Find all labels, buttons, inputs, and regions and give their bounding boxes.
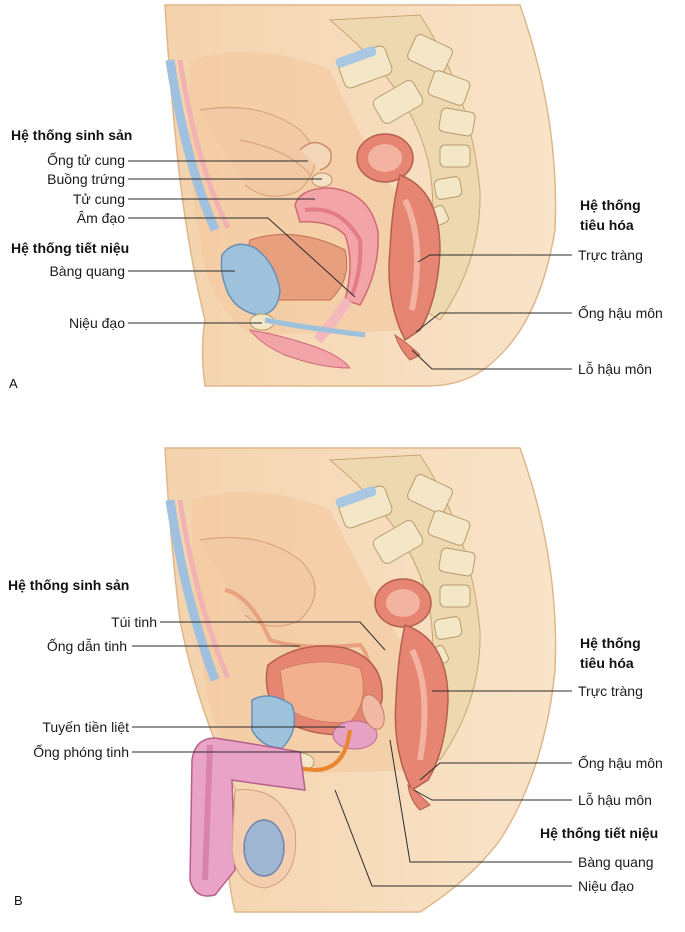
group-reproductive-b: Hệ thống sinh sản: [8, 577, 130, 593]
label-fallopian-tube: Ống tử cung: [47, 152, 125, 168]
label-vas-deferens: Ống dẫn tinh: [46, 638, 127, 654]
label-bladder-b: Bàng quang: [578, 854, 654, 870]
label-anus-b: Lỗ hậu môn: [578, 792, 652, 808]
label-urethra-a: Niệu đạo: [68, 315, 125, 331]
label-anal-canal-a: Ống hậu môn: [578, 305, 663, 321]
group-digestive-a-line2: tiêu hóa: [580, 217, 634, 233]
label-uterus: Tử cung: [72, 191, 125, 207]
panel-letter-a: A: [9, 376, 18, 391]
penis-b: [189, 737, 306, 897]
leaders-a: [128, 160, 572, 370]
group-reproductive-a: Hệ thống sinh sản: [11, 127, 133, 143]
label-seminal-vesicle: Túi tinh: [111, 614, 157, 630]
label-vagina: Âm đạo: [76, 210, 125, 226]
label-bladder-a: Bàng quang: [49, 263, 125, 279]
label-anal-canal-b: Ống hậu môn: [578, 755, 663, 771]
group-digestive-a-line1: Hệ thống: [580, 197, 641, 213]
panel-b-figure: [164, 447, 557, 913]
label-urethra-b: Niệu đạo: [578, 878, 635, 894]
label-ejaculatory-duct: Ống phóng tinh: [33, 744, 129, 760]
group-digestive-b-line2: tiêu hóa: [580, 655, 634, 671]
group-digestive-b-line1: Hệ thống: [580, 635, 641, 651]
label-rectum-b: Trực tràng: [578, 683, 643, 699]
spine-a: [328, 14, 481, 321]
label-rectum-a: Trực tràng: [578, 247, 643, 263]
group-urinary-b: Hệ thống tiết niệu: [540, 825, 659, 841]
label-ovary: Buồng trứng: [47, 171, 125, 187]
leaders-b: [132, 621, 572, 887]
group-urinary-a: Hệ thống tiết niệu: [11, 240, 130, 256]
panel-letter-b: B: [14, 893, 23, 908]
bladder-a: [220, 243, 281, 316]
label-anus-a: Lỗ hậu môn: [578, 361, 652, 377]
label-prostate: Tuyến tiền liệt: [42, 719, 129, 735]
panel-a-figure: [164, 4, 557, 387]
